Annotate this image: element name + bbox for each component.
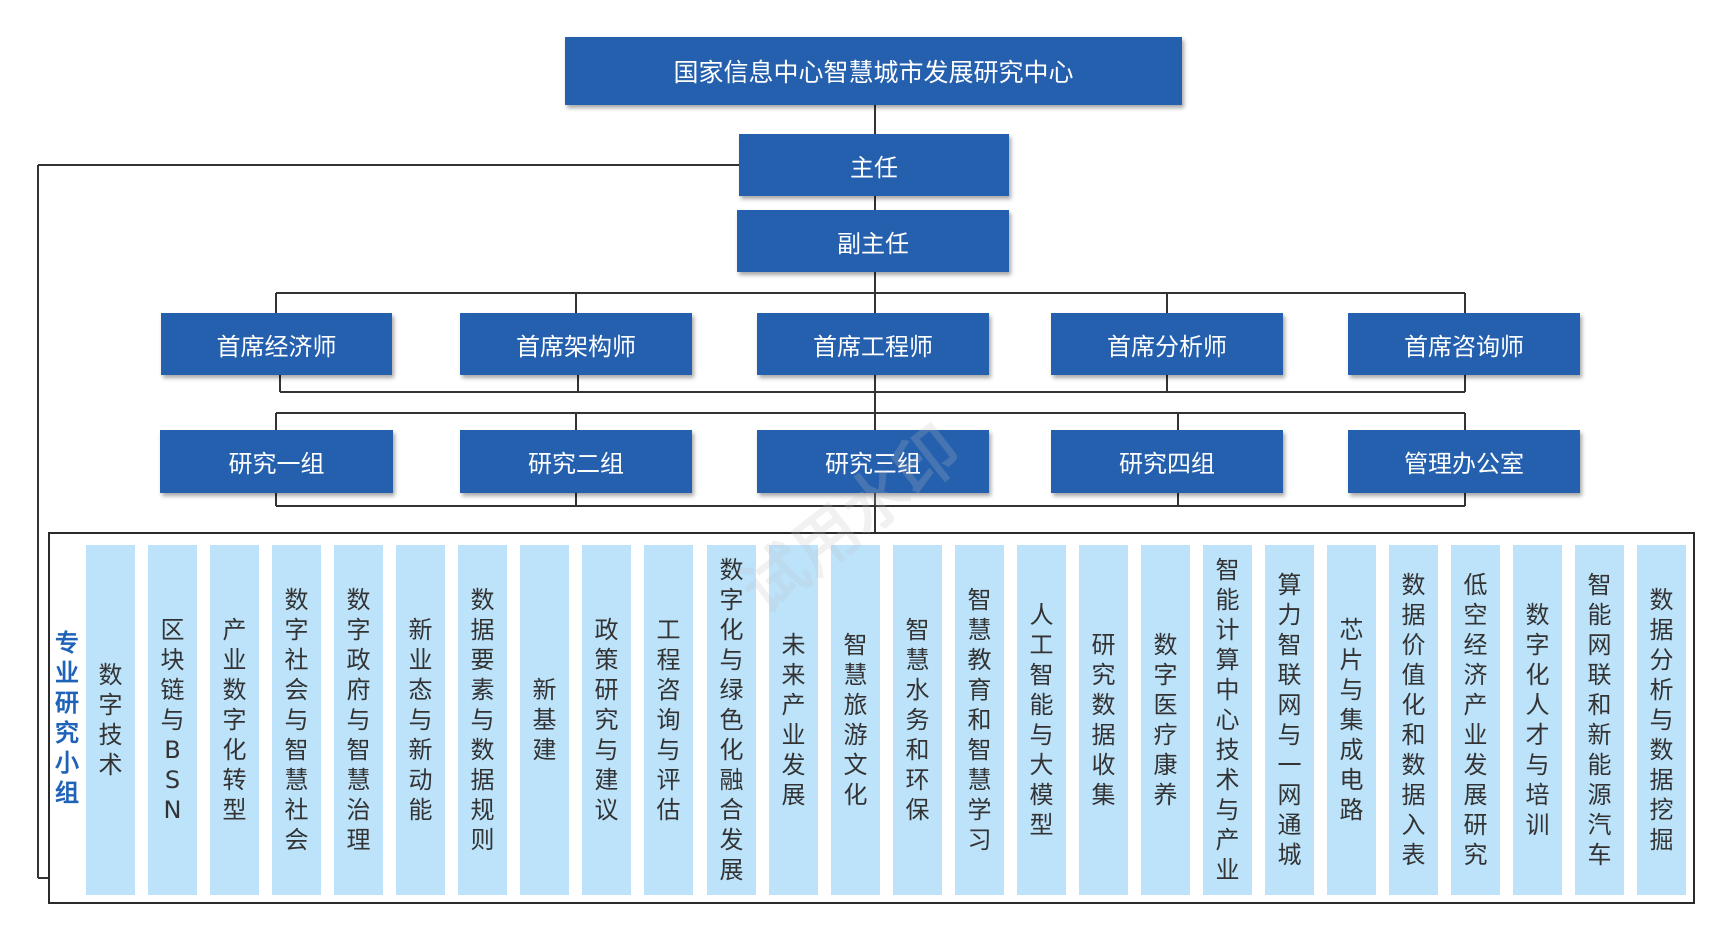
director-node: 主任 — [739, 134, 1009, 196]
special-group-label: 数字社会与智慧社会 — [284, 586, 309, 854]
special-group-column: 政策研究与建议 — [582, 545, 631, 895]
research-group-3-node: 研究三组 — [757, 430, 989, 493]
special-group-label: 工程咨询与评估 — [656, 616, 681, 824]
special-group-label: 数据分析与数据挖掘 — [1649, 586, 1674, 854]
research-group-2-node: 研究二组 — [460, 430, 692, 493]
special-group-column: 芯片与集成电路 — [1327, 545, 1376, 895]
special-group-label: 数字政府与智慧治理 — [346, 586, 371, 854]
special-group-label: 智慧水务和环保 — [905, 616, 930, 824]
special-group-column: 人工智能与大模型 — [1017, 545, 1066, 895]
special-group-column: 数字医疗康养 — [1141, 545, 1190, 895]
special-group-column: 智慧水务和环保 — [893, 545, 942, 895]
special-group-label: 研究数据收集 — [1091, 631, 1116, 809]
special-group-label: 新基建 — [532, 676, 557, 764]
org-top-node: 国家信息中心智慧城市发展研究中心 — [565, 37, 1182, 105]
special-groups-label: 专业研究小组 — [55, 629, 79, 807]
special-group-column: 未来产业发展 — [769, 545, 818, 895]
special-group-label: 未来产业发展 — [781, 631, 806, 809]
special-group-column: 新业态与新动能 — [396, 545, 445, 895]
special-group-label: 数字医疗康养 — [1153, 631, 1178, 809]
special-group-column: 区块链与BSN — [148, 545, 197, 895]
special-group-column: 低空经济产业发展研究 — [1451, 545, 1500, 895]
special-group-column: 算力智联网与一网通城 — [1265, 545, 1314, 895]
special-group-label: 人工智能与大模型 — [1029, 601, 1054, 839]
special-group-label: 数据价值化和数据入表 — [1401, 571, 1426, 869]
special-group-label: 低空经济产业发展研究 — [1463, 571, 1488, 869]
special-group-label: 数据要素与数据规则 — [470, 586, 495, 854]
special-groups-frame — [48, 532, 1695, 904]
special-group-label: 区块链与BSN — [160, 616, 185, 824]
special-group-label: 数字化与绿色化融合发展 — [719, 556, 744, 884]
special-group-column: 数字社会与智慧社会 — [272, 545, 321, 895]
chief-consultant-node: 首席咨询师 — [1348, 313, 1580, 375]
special-group-column: 数字政府与智慧治理 — [334, 545, 383, 895]
special-group-column: 数字化与绿色化融合发展 — [707, 545, 756, 895]
research-group-1-node: 研究一组 — [160, 430, 393, 493]
research-group-4-node: 研究四组 — [1051, 430, 1283, 493]
special-group-column: 新基建 — [520, 545, 569, 895]
special-group-label: 智能网联和新能源汽车 — [1587, 571, 1612, 869]
special-group-column: 数据分析与数据挖掘 — [1637, 545, 1686, 895]
special-group-column: 智慧旅游文化 — [831, 545, 880, 895]
special-group-label: 产业数字化转型 — [222, 616, 247, 824]
deputy-director-node: 副主任 — [737, 210, 1009, 272]
special-group-column: 智能计算中心技术与产业 — [1203, 545, 1252, 895]
special-group-label: 新业态与新动能 — [408, 616, 433, 824]
special-group-column: 智能网联和新能源汽车 — [1575, 545, 1624, 895]
special-group-label: 算力智联网与一网通城 — [1277, 571, 1302, 869]
special-group-label: 智慧旅游文化 — [843, 631, 868, 809]
special-group-label: 芯片与集成电路 — [1339, 616, 1364, 824]
chief-architect-node: 首席架构师 — [460, 313, 692, 375]
special-group-column: 数字化人才与培训 — [1513, 545, 1562, 895]
special-group-label: 数字技术 — [98, 661, 123, 779]
special-group-column: 数据要素与数据规则 — [458, 545, 507, 895]
special-group-label: 政策研究与建议 — [594, 616, 619, 824]
chief-economist-node: 首席经济师 — [161, 313, 392, 375]
special-group-column: 数据价值化和数据入表 — [1389, 545, 1438, 895]
special-group-column: 产业数字化转型 — [210, 545, 259, 895]
special-group-label: 智慧教育和智慧学习 — [967, 586, 992, 854]
special-group-label: 数字化人才与培训 — [1525, 601, 1550, 839]
chief-analyst-node: 首席分析师 — [1051, 313, 1283, 375]
chief-engineer-node: 首席工程师 — [757, 313, 989, 375]
special-group-column: 数字技术 — [86, 545, 135, 895]
special-group-column: 智慧教育和智慧学习 — [955, 545, 1004, 895]
special-group-label: 智能计算中心技术与产业 — [1215, 556, 1240, 884]
special-group-column: 工程咨询与评估 — [644, 545, 693, 895]
special-group-column: 研究数据收集 — [1079, 545, 1128, 895]
admin-office-node: 管理办公室 — [1348, 430, 1580, 493]
